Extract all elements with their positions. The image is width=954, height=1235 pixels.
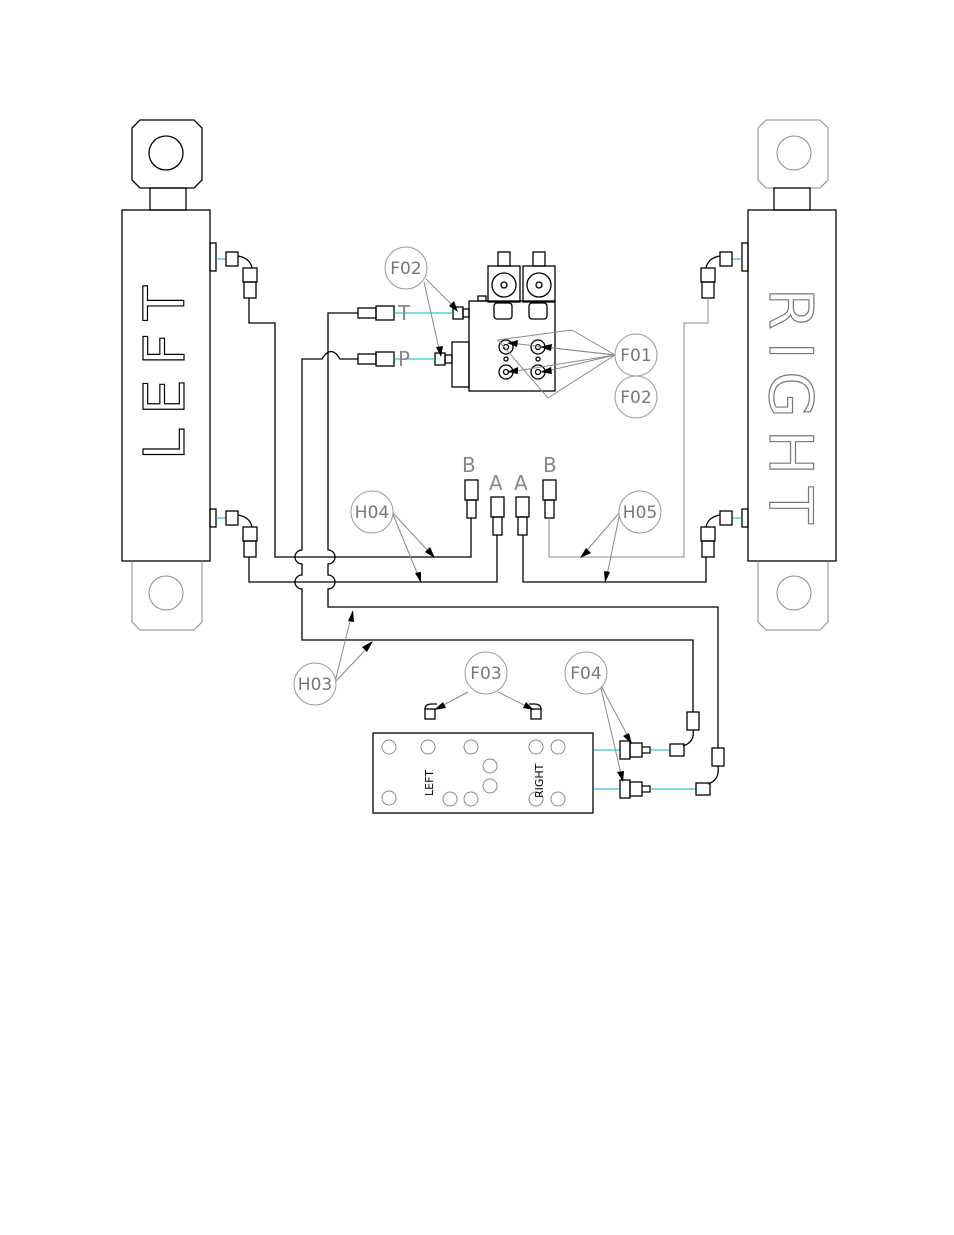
svg-text:F02: F02 bbox=[620, 388, 651, 408]
control-block-right-label: RIGHT bbox=[533, 763, 546, 798]
port-a-right-label: A bbox=[514, 471, 528, 495]
callout-f03: F03 bbox=[465, 652, 507, 694]
center-hose-ports: B A A B bbox=[462, 453, 557, 535]
callout-h03: H03 bbox=[294, 663, 336, 705]
callout-h05: H05 bbox=[619, 491, 661, 533]
svg-text:H04: H04 bbox=[355, 503, 389, 523]
svg-text:H05: H05 bbox=[623, 503, 657, 523]
left-cylinder: LEFT bbox=[122, 120, 216, 630]
svg-text:F02: F02 bbox=[390, 259, 421, 279]
svg-text:F01: F01 bbox=[620, 346, 651, 366]
right-cylinder: RIGHT bbox=[742, 120, 836, 630]
hose-routing bbox=[249, 298, 724, 784]
callout-f01: F01 bbox=[615, 334, 657, 376]
control-block-left-label: LEFT bbox=[423, 770, 436, 796]
port-a-left-label: A bbox=[489, 471, 503, 495]
left-cylinder-label: LEFT bbox=[133, 272, 198, 460]
port-t-label: T bbox=[397, 301, 411, 325]
cylinder-fittings bbox=[216, 252, 742, 557]
callout-f02-right: F02 bbox=[615, 376, 657, 418]
svg-text:H03: H03 bbox=[298, 675, 332, 695]
callout-f04: F04 bbox=[565, 652, 607, 694]
right-cylinder-label: RIGHT bbox=[755, 288, 825, 536]
svg-text:F04: F04 bbox=[570, 664, 601, 684]
control-block: LEFT RIGHT bbox=[373, 704, 710, 813]
callout-f02-top: F02 bbox=[385, 247, 427, 289]
port-p-label: P bbox=[398, 347, 410, 371]
port-b-left-label: B bbox=[462, 453, 476, 477]
callout-h04: H04 bbox=[351, 491, 393, 533]
svg-text:F03: F03 bbox=[470, 664, 501, 684]
port-b-right-label: B bbox=[543, 453, 557, 477]
